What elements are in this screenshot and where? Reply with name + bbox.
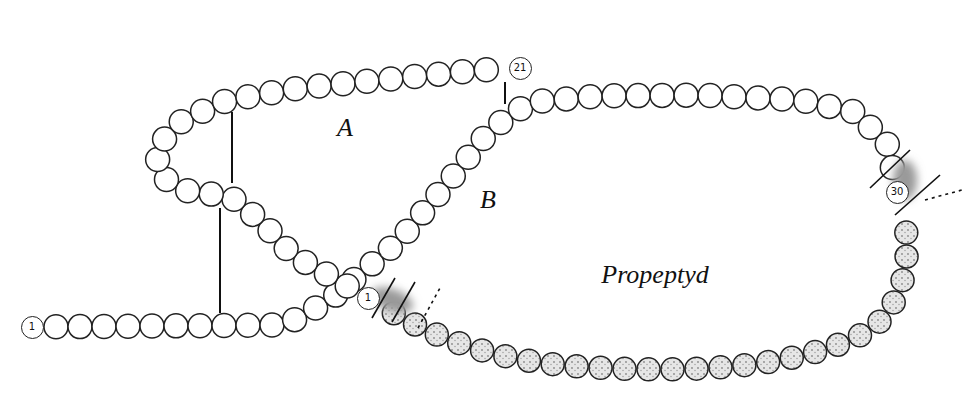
cleavage-mark xyxy=(372,150,962,328)
amino-acid-bead xyxy=(794,89,818,113)
amino-acid-bead xyxy=(222,187,246,211)
amino-acid-bead xyxy=(450,60,474,84)
amino-acid-bead xyxy=(817,94,841,118)
amino-acid-bead xyxy=(637,358,660,381)
residue-number: 21 xyxy=(514,63,527,73)
amino-acid-bead xyxy=(674,83,698,107)
amino-acid-bead xyxy=(44,315,68,339)
amino-acid-bead xyxy=(895,221,918,244)
amino-acid-bead xyxy=(448,332,471,355)
amino-acid-bead xyxy=(335,274,359,298)
amino-acid-bead xyxy=(868,310,891,333)
amino-acid-bead xyxy=(212,313,236,337)
amino-acid-bead xyxy=(191,99,215,123)
amino-acid-bead xyxy=(530,89,554,113)
amino-acid-bead xyxy=(260,81,284,105)
amino-acid-bead xyxy=(589,356,612,379)
cleavage-spot xyxy=(368,160,917,318)
amino-acid-bead xyxy=(283,308,307,332)
residue-number-circle: 30 xyxy=(886,181,909,204)
amino-acid-bead xyxy=(199,182,223,206)
amino-acid-bead xyxy=(661,358,684,381)
amino-acid-bead xyxy=(826,333,849,356)
amino-acid-bead xyxy=(314,262,338,286)
chain-label: B xyxy=(480,187,496,213)
amino-acid-bead xyxy=(517,349,540,372)
amino-acid-bead xyxy=(685,357,708,380)
amino-acid-bead xyxy=(427,62,451,86)
amino-acid-bead xyxy=(307,74,331,98)
residue-number: 1 xyxy=(29,322,35,332)
amino-acid-bead xyxy=(780,346,803,369)
amino-acid-bead xyxy=(494,345,517,368)
propeptide-beads xyxy=(382,221,918,381)
amino-acid-bead xyxy=(404,313,427,336)
amino-acid-bead xyxy=(474,58,498,82)
residue-number-circle: 1 xyxy=(21,316,44,339)
amino-acid-bead xyxy=(650,83,674,107)
amino-acid-bead xyxy=(425,323,448,346)
amino-acid-bead xyxy=(213,90,237,114)
amino-acid-bead xyxy=(116,314,140,338)
amino-acid-bead xyxy=(379,67,403,91)
amino-acid-bead xyxy=(882,291,905,314)
amino-acid-bead xyxy=(176,179,200,203)
residue-number-circle: 21 xyxy=(509,57,532,80)
amino-acid-bead xyxy=(698,84,722,108)
amino-acid-bead xyxy=(260,313,284,337)
amino-acid-bead xyxy=(891,269,914,292)
amino-acid-bead xyxy=(403,65,427,89)
amino-acid-bead xyxy=(613,357,636,380)
residue-number-circle: 1 xyxy=(357,287,380,310)
amino-acid-bead xyxy=(770,87,794,111)
amino-acid-bead xyxy=(746,86,770,110)
amino-acid-bead xyxy=(331,72,355,96)
amino-acid-bead xyxy=(757,351,780,374)
amino-acid-bead xyxy=(578,85,602,109)
propeptide-label: Propeptyd xyxy=(601,262,708,288)
amino-acid-bead xyxy=(164,314,188,338)
amino-acid-bead xyxy=(283,77,307,101)
amino-acid-bead xyxy=(733,354,756,377)
disulfide-bridge xyxy=(220,82,505,313)
amino-acid-bead xyxy=(722,85,746,109)
residue-number: 1 xyxy=(365,293,371,303)
amino-acid-bead xyxy=(92,314,116,338)
amino-acid-bead xyxy=(471,339,494,362)
residue-number: 30 xyxy=(891,187,904,197)
amino-acid-bead xyxy=(875,132,899,156)
b-chain-beads xyxy=(44,83,904,339)
amino-acid-bead xyxy=(236,85,260,109)
amino-acid-bead xyxy=(541,353,564,376)
amino-acid-bead xyxy=(602,84,626,108)
amino-acid-bead xyxy=(169,110,193,134)
amino-acid-bead xyxy=(709,356,732,379)
amino-acid-bead xyxy=(554,87,578,111)
amino-acid-bead xyxy=(236,313,260,337)
amino-acid-bead xyxy=(804,341,827,364)
chain-label: A xyxy=(337,115,353,141)
amino-acid-bead xyxy=(626,84,650,108)
amino-acid-bead xyxy=(895,245,918,268)
amino-acid-bead xyxy=(508,97,532,121)
amino-acid-bead xyxy=(140,314,164,338)
amino-acid-bead xyxy=(565,355,588,378)
amino-acid-bead xyxy=(188,314,212,338)
amino-acid-bead xyxy=(848,324,871,347)
amino-acid-bead xyxy=(355,69,379,93)
amino-acid-bead xyxy=(68,315,92,339)
a-chain-beads xyxy=(146,58,499,298)
